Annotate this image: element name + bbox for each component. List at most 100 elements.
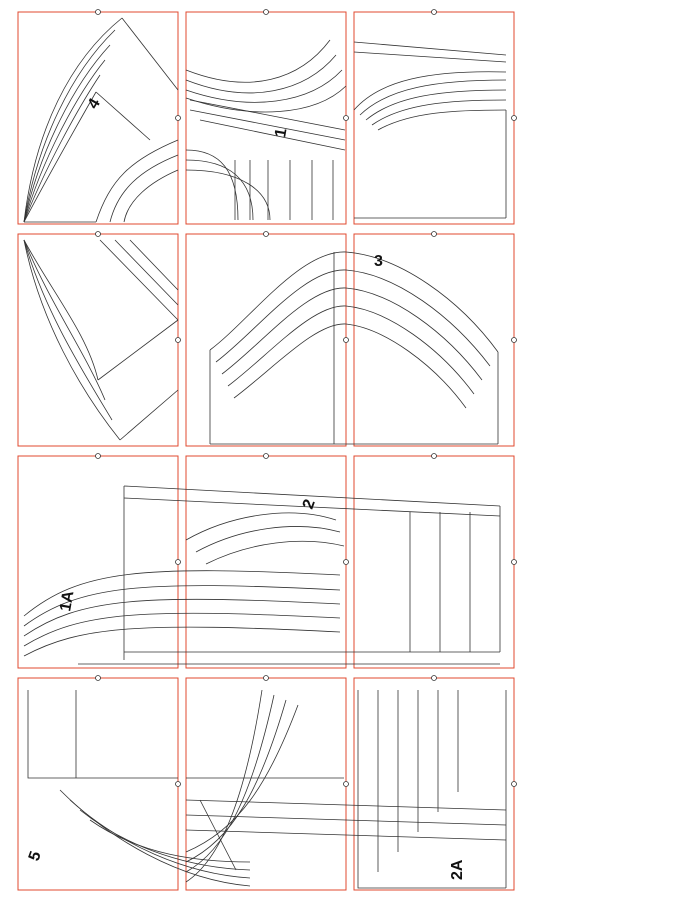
registration-mark-icon: [431, 231, 437, 237]
registration-mark-icon: [263, 9, 269, 15]
piece-2a-cross: [185, 829, 507, 841]
piece-4-curve: [95, 139, 179, 223]
registration-mark-icon: [95, 9, 101, 15]
pattern-tile: [17, 11, 179, 225]
piece-1-curve: [185, 54, 337, 94]
piece-5-curve: [79, 809, 251, 871]
piece-4-arc: [23, 74, 101, 223]
collar-curve: [353, 71, 507, 111]
registration-mark-icon: [511, 337, 517, 343]
piece-1a-curve: [23, 570, 341, 617]
piece-2-curve: [205, 540, 345, 565]
piece-4-arc: [23, 59, 106, 223]
piece-3-outlines: [209, 251, 499, 445]
piece-5-arc: [185, 694, 275, 873]
piece-label-5: 5: [26, 849, 45, 863]
registration-mark-icon: [95, 453, 101, 459]
registration-mark-icon: [175, 559, 181, 565]
piece-4-outlines: [23, 17, 179, 223]
piece-4-arc: [23, 29, 116, 223]
collar-curve: [371, 99, 507, 126]
sleeve-cap: [215, 269, 491, 367]
registration-mark-icon: [175, 781, 181, 787]
piece-1-base: [185, 169, 271, 221]
piece-4-lower-arc: [23, 239, 113, 421]
piece-2a-line: [357, 690, 506, 889]
piece-1-line: [199, 119, 346, 151]
piece-5-slash: [199, 799, 237, 871]
piece-4-edge: [95, 91, 151, 141]
piece-4-lower-edge: [99, 239, 179, 321]
registration-mark-icon: [343, 115, 349, 121]
piece-2-outlines: [123, 485, 501, 660]
piece-4-lower-edge: [119, 389, 179, 441]
piece-1a-outlines: [23, 570, 500, 665]
registration-mark-icon: [263, 231, 269, 237]
collar-outlines: [353, 41, 507, 219]
piece-4-lower-edge: [129, 239, 179, 291]
piece-1-curve: [185, 69, 343, 103]
piece-1-curve: [185, 85, 347, 113]
piece-4-lower-outlines: [23, 239, 179, 441]
piece-1a-curve: [23, 626, 341, 657]
piece-4-lower-arc: [23, 239, 121, 441]
piece-1-outlines: [185, 39, 347, 221]
piece-1-base: [185, 149, 239, 221]
piece-label-2a: 2A: [449, 859, 466, 880]
sleeve-cap: [221, 287, 483, 381]
registration-mark-icon: [175, 115, 181, 121]
sleeve-cap: [209, 251, 499, 353]
registration-mark-icon: [431, 675, 437, 681]
registration-mark-icon: [263, 675, 269, 681]
piece-4-lower-arc: [23, 239, 99, 381]
pattern-lines: [23, 17, 507, 889]
piece-2-curve: [195, 526, 341, 553]
registration-mark-icon: [511, 781, 517, 787]
piece-1a-curve: [23, 585, 341, 627]
collar-line: [353, 51, 507, 63]
piece-label-3: 3: [374, 253, 383, 270]
registration-mark-icon: [431, 9, 437, 15]
registration-mark-icon: [343, 337, 349, 343]
piece-5-arc: [185, 689, 263, 883]
piece-1-line: [189, 99, 346, 131]
registration-mark-icon: [343, 559, 349, 565]
piece-label-1: 1: [272, 127, 290, 139]
pattern-tile: [185, 11, 347, 225]
registration-mark-icon: [263, 453, 269, 459]
collar-curve: [377, 109, 507, 131]
piece-1-line: [189, 109, 346, 141]
tile-grid: [17, 9, 517, 891]
collar-line: [353, 41, 507, 56]
piece-1-curve: [185, 39, 331, 83]
pattern-tile: [17, 233, 179, 447]
piece-4-curve: [123, 169, 179, 223]
piece-2a-outlines: [185, 690, 507, 889]
registration-mark-icon: [95, 675, 101, 681]
piece-4-lower-arc: [23, 239, 106, 401]
collar-curve: [359, 79, 507, 116]
registration-mark-icon: [343, 781, 349, 787]
piece-5-arc: [185, 699, 287, 863]
registration-mark-icon: [175, 337, 181, 343]
piece-5-curve: [69, 799, 251, 879]
piece-4-curve: [109, 154, 179, 223]
piece-5-outlines: [27, 689, 344, 887]
sleeve-cap: [227, 305, 475, 395]
piece-1a-curve: [23, 612, 341, 647]
piece-5-box: [27, 690, 178, 779]
piece-1a-curve: [23, 598, 341, 637]
piece-label-1a: 1A: [57, 589, 77, 613]
piece-2-line: [123, 497, 501, 517]
piece-label-2: 2: [300, 497, 319, 511]
registration-mark-icon: [511, 115, 517, 121]
collar-curve: [365, 89, 507, 121]
piece-2-curve: [185, 512, 337, 541]
registration-mark-icon: [511, 559, 517, 565]
piece-5-curve: [89, 819, 251, 863]
pattern-tile: [353, 455, 515, 669]
piece-5-arc: [185, 704, 299, 853]
piece-1-base: [185, 159, 254, 221]
piece-4-arc: [23, 17, 123, 223]
